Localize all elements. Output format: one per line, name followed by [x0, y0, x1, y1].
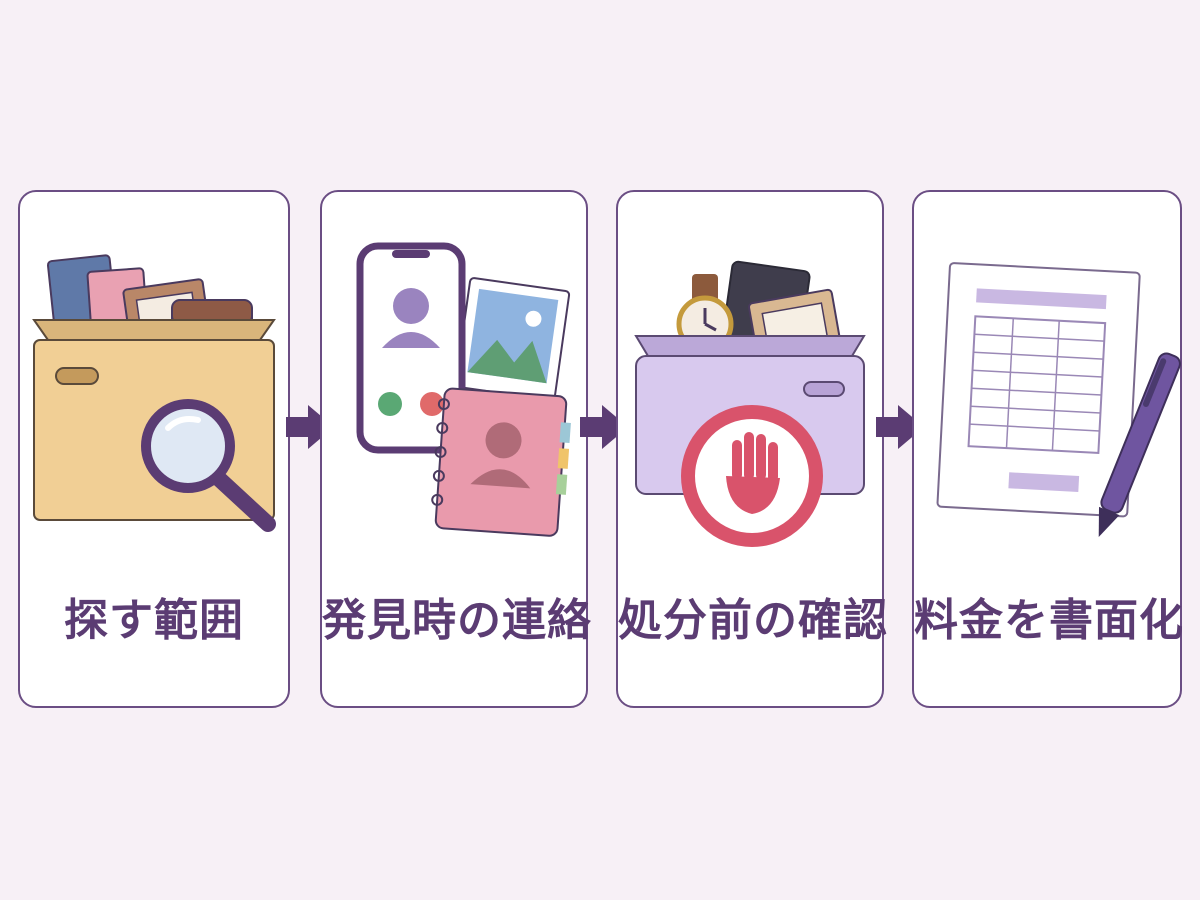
arrow-right-icon	[580, 405, 628, 449]
step-card-contact-on-discovery: 発見時の連絡	[320, 190, 592, 708]
step-card-confirm-before-disposal: 処分前の確認	[616, 190, 888, 708]
step-label: 発見時の連絡	[322, 595, 592, 646]
box-stop-icon	[634, 260, 866, 547]
step-card-search-scope: 探す範囲	[18, 190, 290, 708]
step-label: 探す範囲	[64, 595, 244, 646]
phone-contact-icon	[356, 242, 571, 537]
arrow-right-icon	[876, 405, 924, 449]
step-card-fee-in-writing: 料金を書面化	[912, 190, 1184, 708]
arrow-right-icon	[286, 405, 334, 449]
step-label: 料金を書面化	[914, 595, 1184, 646]
document-pen-icon	[936, 262, 1181, 537]
step-label: 処分前の確認	[618, 595, 888, 646]
box-search-icon	[32, 254, 276, 532]
